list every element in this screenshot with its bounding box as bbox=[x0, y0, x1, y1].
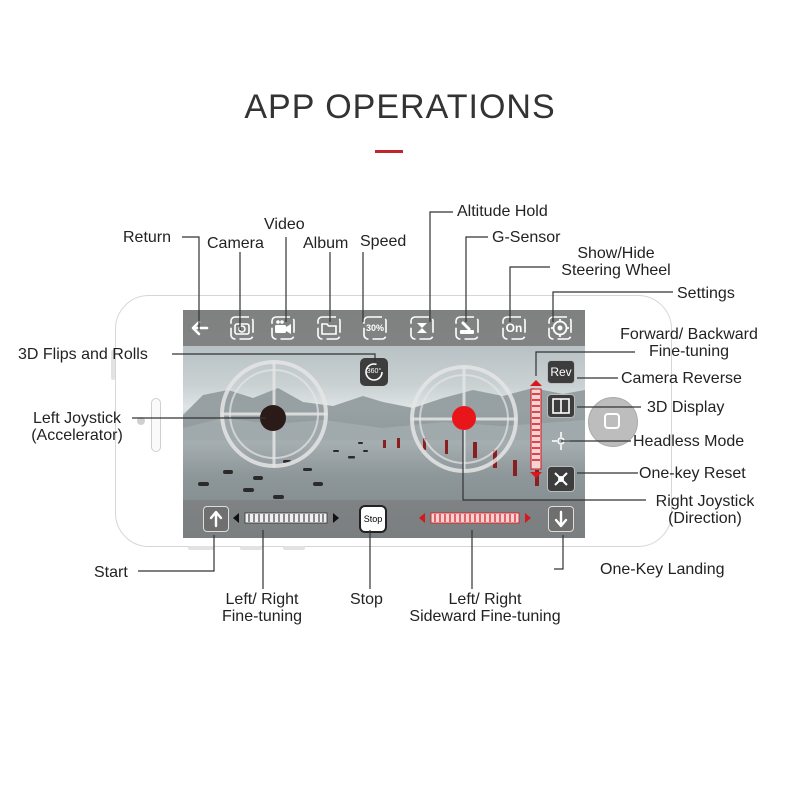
one-key-landing-button[interactable] bbox=[548, 506, 574, 532]
arrow-up-icon bbox=[209, 510, 223, 528]
label-3d-flips: 3D Flips and Rolls bbox=[18, 346, 148, 363]
label-video: Video bbox=[264, 216, 305, 233]
right-joystick[interactable] bbox=[452, 406, 476, 430]
flip-button[interactable]: 360° bbox=[360, 358, 388, 386]
one-key-reset-button[interactable] bbox=[547, 466, 575, 492]
flip-label: 360° bbox=[366, 368, 382, 375]
title-accent-bar bbox=[375, 150, 403, 153]
label-one-key-reset: One-key Reset bbox=[639, 465, 746, 482]
speed-value: 30% bbox=[365, 323, 384, 333]
label-return: Return bbox=[123, 229, 172, 246]
label-left-right-fine-tuning: Left/ Right Fine-tuning bbox=[221, 591, 303, 625]
label-right-joystick: Right Joystick (Direction) bbox=[655, 493, 755, 527]
left-right-trim-slider[interactable] bbox=[233, 511, 339, 525]
phone-camera-dot bbox=[137, 417, 145, 425]
label-settings: Settings bbox=[677, 285, 735, 302]
app-screen: 30% On 360° bbox=[183, 310, 585, 538]
camera-reverse-button[interactable]: Rev bbox=[547, 360, 575, 384]
label-headless-mode: Headless Mode bbox=[633, 433, 745, 450]
arrow-down-icon bbox=[554, 510, 568, 528]
label-altitude-hold: Altitude Hold bbox=[457, 203, 548, 220]
video-icon[interactable] bbox=[270, 315, 296, 341]
phone-side-button bbox=[111, 350, 115, 380]
phone-home-button bbox=[588, 397, 638, 447]
steering-toggle-value: On bbox=[505, 321, 523, 335]
left-right-sideward-trim-slider[interactable] bbox=[419, 511, 531, 525]
steering-wheel-toggle-icon[interactable]: On bbox=[501, 315, 527, 341]
label-start: Start bbox=[94, 564, 128, 581]
camera-icon[interactable] bbox=[229, 315, 255, 341]
phone-side-button bbox=[188, 546, 214, 550]
label-speed: Speed bbox=[360, 233, 407, 250]
label-album: Album bbox=[303, 235, 349, 252]
forward-backward-trim-slider[interactable] bbox=[529, 380, 543, 478]
left-joystick[interactable] bbox=[260, 405, 286, 431]
page-title: APP OPERATIONS bbox=[244, 88, 556, 126]
label-one-key-landing: One-Key Landing bbox=[600, 561, 725, 578]
arrow-left-icon[interactable] bbox=[189, 317, 211, 339]
stop-button[interactable]: Stop bbox=[359, 505, 387, 533]
label-left-right-sideward: Left/ Right Sideward Fine-tuning bbox=[409, 591, 561, 625]
headless-mode-icon[interactable] bbox=[548, 428, 574, 454]
phone-side-button bbox=[283, 546, 305, 550]
label-forward-backward: Forward/ Backward Fine-tuning bbox=[620, 326, 758, 360]
label-show-hide: Show/Hide Steering Wheel bbox=[561, 245, 671, 279]
3d-display-button[interactable] bbox=[547, 394, 575, 418]
reset-icon bbox=[554, 472, 568, 486]
stop-label: Stop bbox=[363, 514, 383, 524]
label-camera: Camera bbox=[207, 235, 264, 252]
label-left-joystick: Left Joystick (Accelerator) bbox=[31, 410, 123, 444]
start-button[interactable] bbox=[203, 506, 229, 532]
settings-icon[interactable] bbox=[547, 315, 573, 341]
label-g-sensor: G-Sensor bbox=[492, 229, 561, 246]
label-3d-display: 3D Display bbox=[647, 399, 725, 416]
phone-speaker bbox=[151, 398, 161, 452]
g-sensor-icon[interactable] bbox=[454, 315, 480, 341]
label-camera-reverse: Camera Reverse bbox=[621, 370, 742, 387]
altitude-hold-icon[interactable] bbox=[409, 315, 435, 341]
split-screen-icon bbox=[552, 398, 570, 414]
phone-side-button bbox=[240, 546, 262, 550]
rev-label: Rev bbox=[550, 365, 572, 379]
label-stop: Stop bbox=[350, 591, 383, 608]
speed-icon[interactable]: 30% bbox=[362, 315, 388, 341]
album-icon[interactable] bbox=[316, 315, 342, 341]
